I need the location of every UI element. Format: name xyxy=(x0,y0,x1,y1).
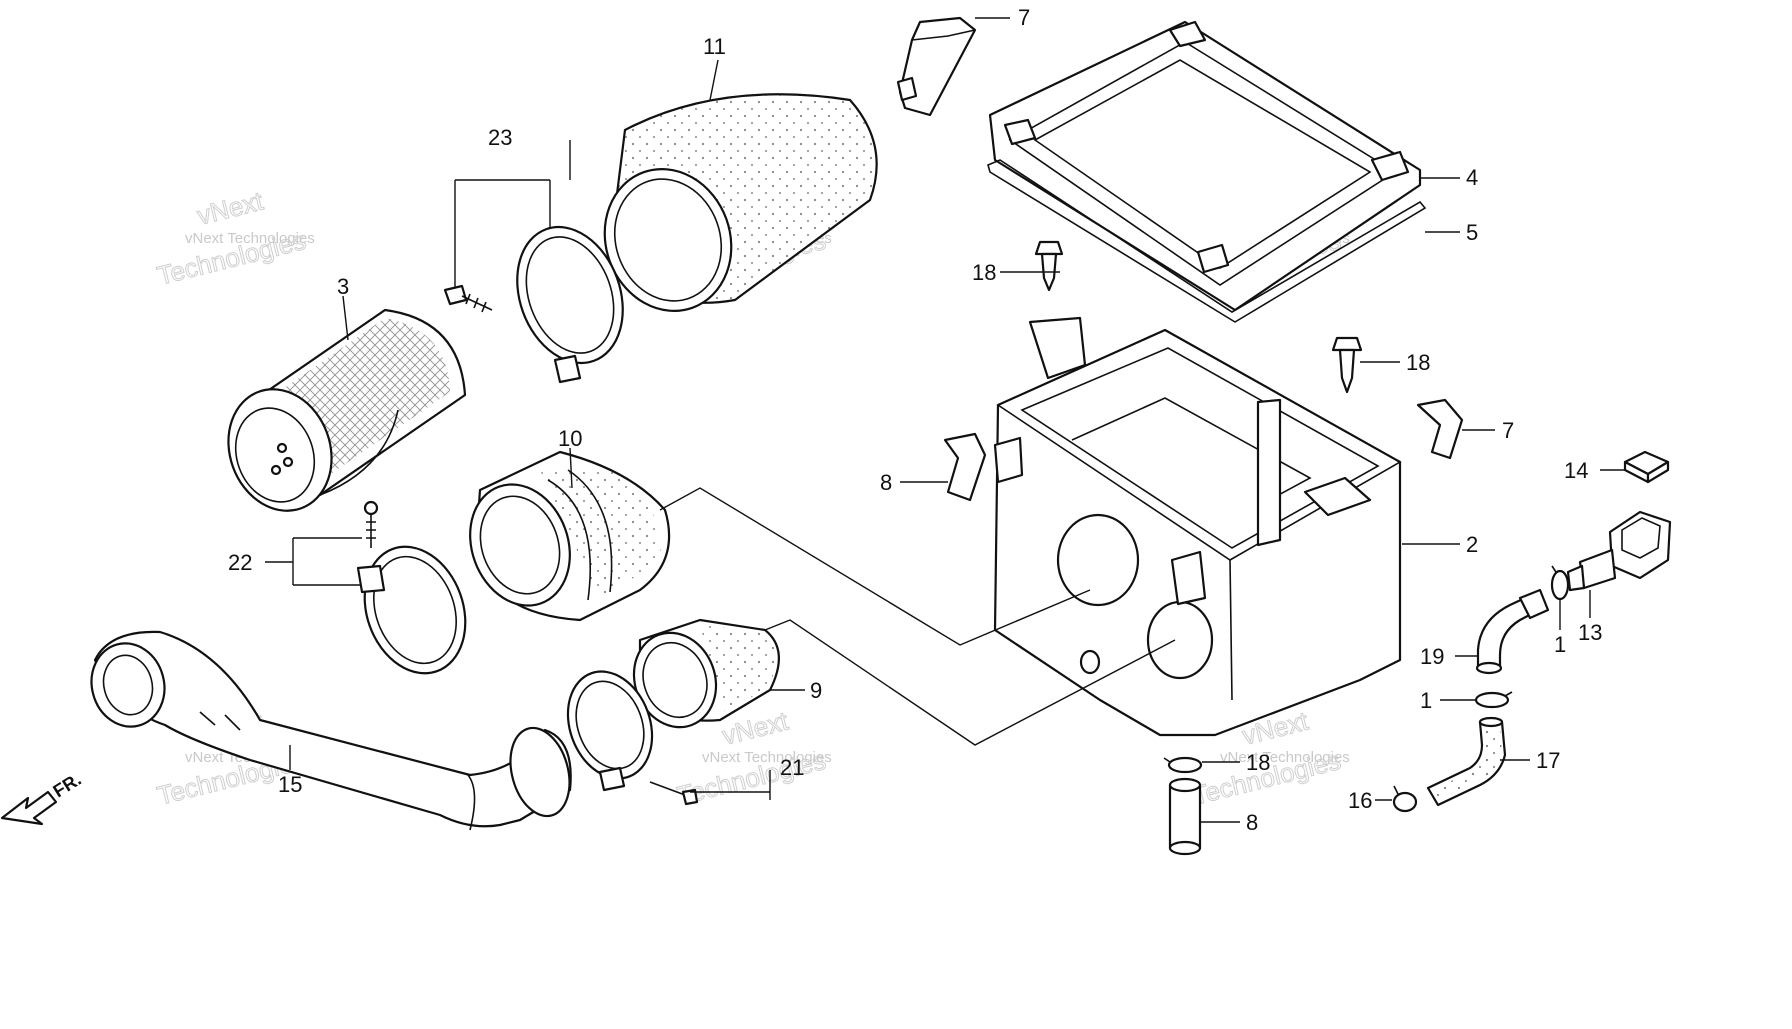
callout-11: 11 xyxy=(703,34,726,59)
part-7-clip-left xyxy=(943,432,987,502)
callout-8: 8 xyxy=(1246,810,1258,835)
part-13-pad xyxy=(1623,450,1670,484)
callout-14: 15 xyxy=(278,772,302,797)
part-10-boot xyxy=(469,450,671,622)
part-18-rivet-upper xyxy=(1034,240,1064,292)
leader-lines xyxy=(265,17,1625,823)
part-23-clamp xyxy=(443,225,624,384)
callout-3: 3 xyxy=(337,274,349,299)
part-21-clamp xyxy=(566,670,699,806)
watermark-text: vNext xyxy=(194,185,266,230)
callout-22: 22 xyxy=(228,550,252,575)
callout-1: 1 xyxy=(1420,688,1432,713)
part-12-drain-fitting xyxy=(1566,510,1672,592)
part-1-clip-upper xyxy=(1550,565,1570,601)
part-16-drain-hose xyxy=(1426,716,1507,807)
callout-23: 23 xyxy=(488,125,512,150)
front-label: FR. xyxy=(50,769,85,801)
callout-17: 18 xyxy=(1246,750,1270,775)
part-8-tube xyxy=(1168,777,1202,856)
part-7-clip-right xyxy=(1416,398,1464,460)
part-5-gasket xyxy=(987,159,1427,323)
part-22-clamp xyxy=(356,500,467,675)
callout-6: 7 xyxy=(1018,5,1030,30)
part-17-clip xyxy=(1163,756,1203,774)
callout-18: 18 xyxy=(972,260,996,285)
callout-19: 19 xyxy=(1420,644,1444,669)
callout-18: 18 xyxy=(1406,350,1430,375)
callout-21: 21 xyxy=(780,755,804,780)
callout-4: 4 xyxy=(1466,165,1478,190)
watermark-text: vNext Technologies xyxy=(1220,749,1350,766)
watermark-text: vNext Technologies xyxy=(185,230,315,247)
callout-1: 1 xyxy=(1554,632,1566,657)
part-4-cover xyxy=(988,20,1422,312)
part-14-intake-duct xyxy=(90,630,572,831)
front-direction-marker: FR. xyxy=(0,769,85,826)
callout-5: 5 xyxy=(1466,220,1478,245)
callout-numbers: 7 4 5 18 18 7 8 2 14 13 1 19 1 17 16 18 … xyxy=(228,5,1602,835)
part-18-rivet-lower xyxy=(1331,336,1363,394)
callout-15: 16 xyxy=(1348,788,1372,813)
part-6-bracket xyxy=(896,16,977,117)
part-9-small-boot xyxy=(632,618,780,729)
callout-9: 9 xyxy=(810,678,822,703)
callout-13: 14 xyxy=(1564,458,1588,483)
part-2-case xyxy=(993,316,1402,737)
callout-7: 8 xyxy=(880,470,892,495)
part-19-elbow-hose xyxy=(1475,588,1550,675)
assembly-lines xyxy=(659,487,1176,746)
part-15-clip xyxy=(1392,785,1418,813)
callout-2: 2 xyxy=(1466,532,1478,557)
callout-12: 13 xyxy=(1578,620,1602,645)
watermark-text: vNext Technologies xyxy=(702,749,832,766)
callout-10: 10 xyxy=(558,426,582,451)
callout-7: 7 xyxy=(1502,418,1514,443)
part-3-filter-element xyxy=(227,308,467,512)
part-1-clip-lower xyxy=(1474,691,1513,709)
part-11-foam-filter xyxy=(603,93,878,313)
callout-16: 17 xyxy=(1536,748,1560,773)
